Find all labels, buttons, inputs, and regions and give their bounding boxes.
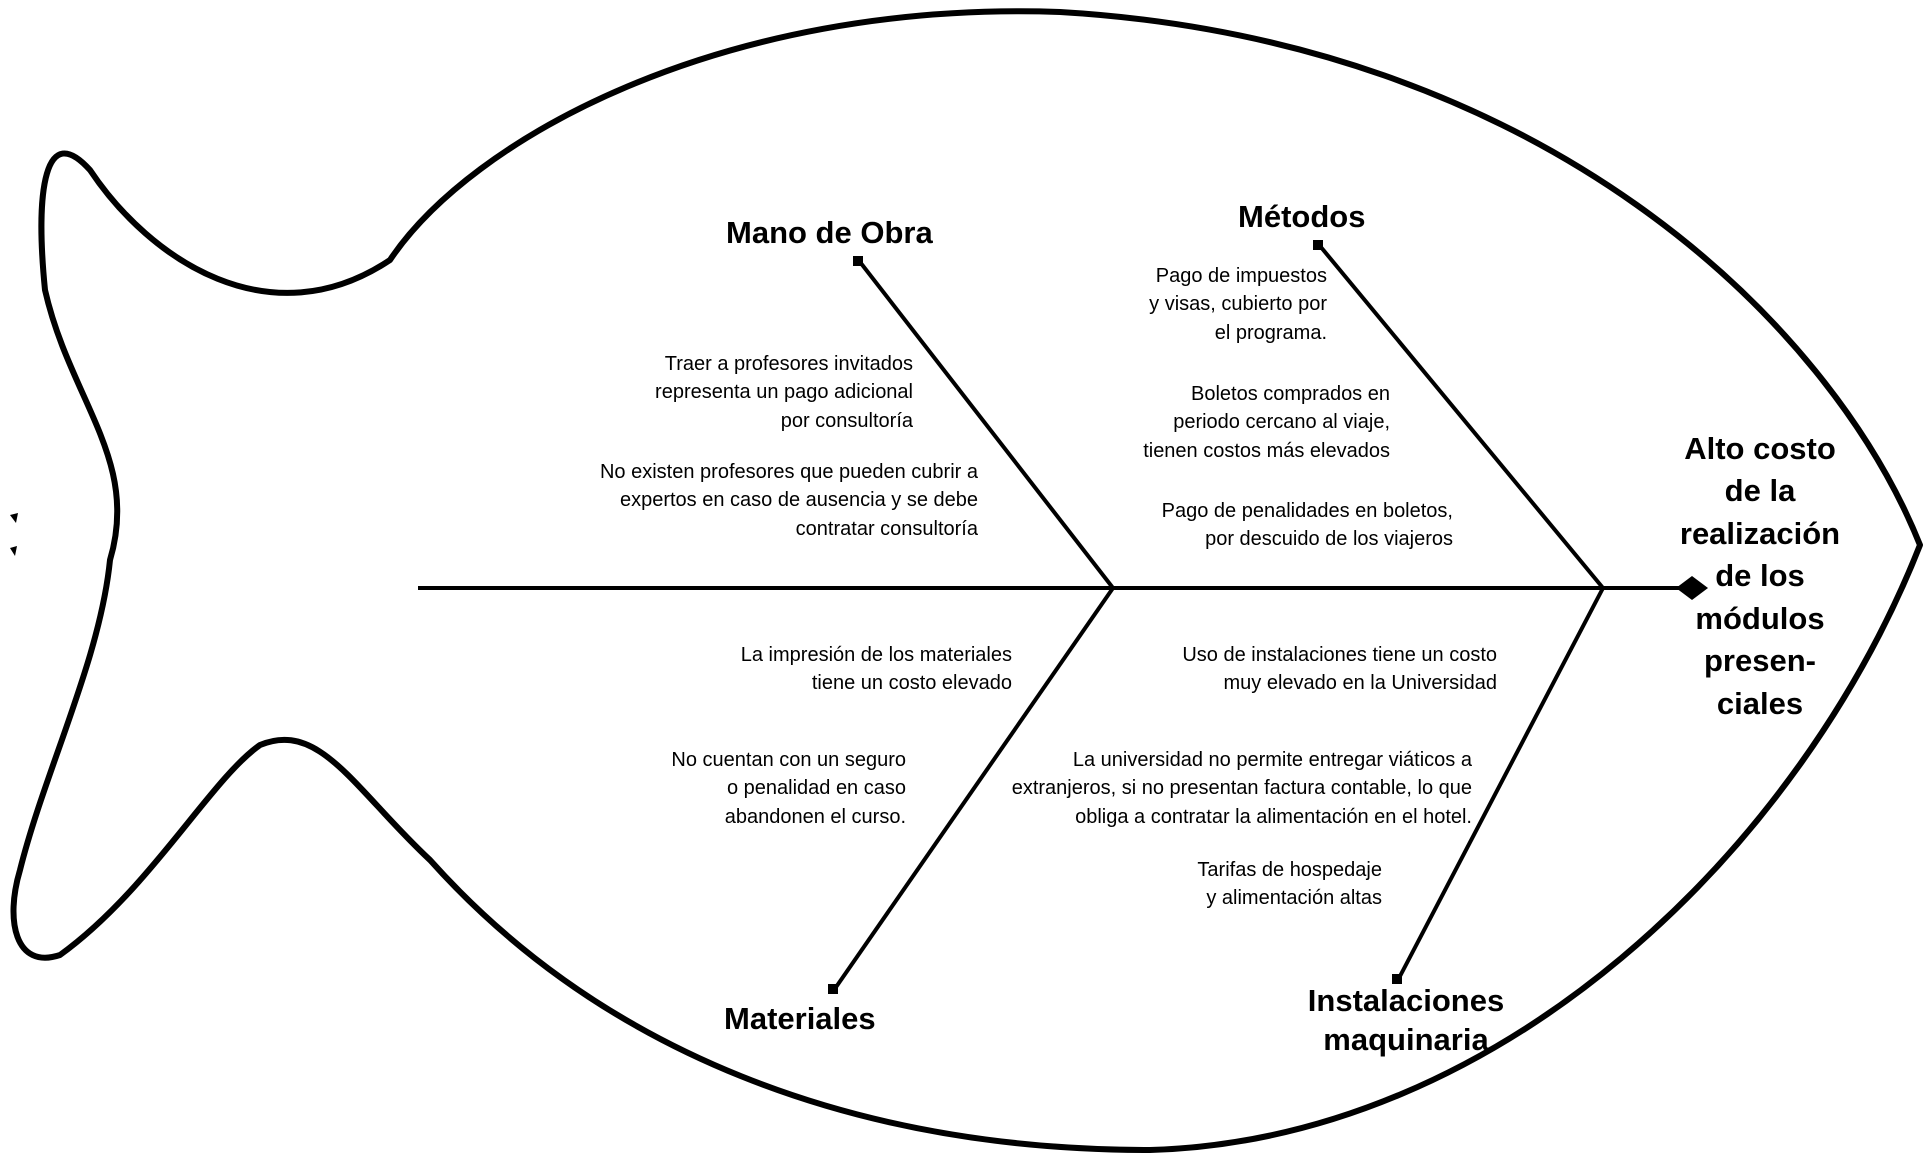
bone-mano-de-obra <box>858 260 1115 590</box>
cause-instalaciones-2: La universidad no permite entregar viáti… <box>1011 749 1472 828</box>
cause-materiales-1: La impresión de los materiales tiene un … <box>740 644 1012 695</box>
bone-end-metodos <box>1313 240 1323 250</box>
category-materiales: Materiales <box>724 1001 876 1036</box>
bone-end-mano-de-obra <box>853 256 863 266</box>
effect-arrow-head <box>1676 576 1708 600</box>
cause-mano-de-obra-1: Traer a profesores invitados representa … <box>655 353 913 432</box>
bone-end-materiales <box>828 984 838 994</box>
cause-metodos-2: Boletos comprados en periodo cercano al … <box>1143 383 1390 462</box>
edge-mark-bottom <box>10 546 17 556</box>
category-instalaciones: Instalaciones maquinaria <box>1307 983 1505 1057</box>
category-mano-de-obra: Mano de Obra <box>726 215 933 250</box>
bone-end-instalaciones <box>1392 974 1402 984</box>
cause-mano-de-obra-2: No existen profesores que pueden cubrir … <box>599 461 978 540</box>
cause-instalaciones-1: Uso de instalaciones tiene un costo muy … <box>1182 644 1497 695</box>
effect-label: Alto costo de la realización de los módu… <box>1679 431 1841 721</box>
bone-metodos <box>1318 244 1605 590</box>
bone-instalaciones <box>1396 587 1605 981</box>
category-metodos: Métodos <box>1238 199 1366 234</box>
fish-outline <box>10 8 1923 1153</box>
bone-materiales <box>832 586 1115 992</box>
cause-metodos-1: Pago de impuestos y visas, cubierto por … <box>1149 265 1327 344</box>
edge-mark-top <box>10 513 18 523</box>
cause-materiales-2: No cuentan con un seguro o penalidad en … <box>671 749 906 828</box>
cause-instalaciones-3: Tarifas de hospedaje y alimentación alta… <box>1197 859 1382 910</box>
cause-metodos-3: Pago de penalidades en boletos, por desc… <box>1161 500 1453 551</box>
